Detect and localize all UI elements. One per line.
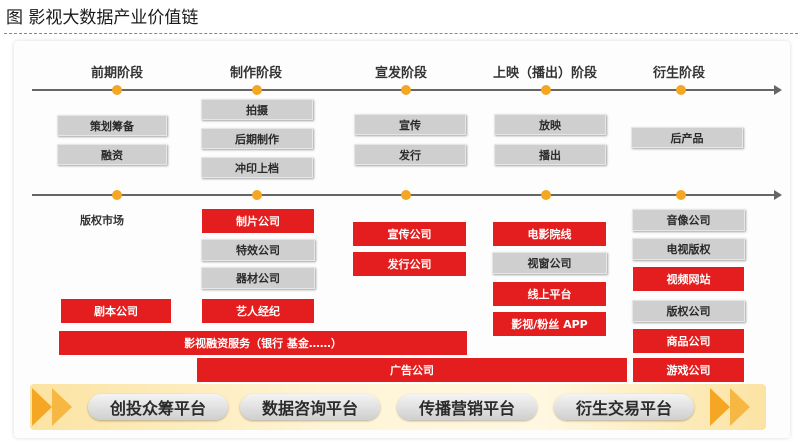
top-stage-dot (112, 85, 122, 95)
page-title: 图 影视大数据产业价值链 (6, 8, 199, 28)
participant-box: 线上平台 (492, 281, 607, 307)
activity-box: 宣传 (354, 114, 466, 135)
participant-box: 影视/粉丝 APP (492, 311, 607, 337)
stage-pre: 前期阶段 (90, 66, 143, 81)
participant-box: 剧本公司 (60, 298, 172, 324)
participant-box: 音像公司 (632, 209, 745, 231)
bottom-stage-dot (112, 190, 122, 200)
top-stage-dot (541, 85, 551, 95)
participant-box: 宣传公司 (352, 221, 467, 247)
activity-box: 播出 (494, 144, 606, 165)
activity-box: 发行 (354, 144, 466, 165)
platform-pill: 创投众筹平台 (88, 394, 228, 420)
participant-box: 游戏公司 (632, 357, 745, 383)
title-divider (4, 33, 798, 34)
activity-box: 后期制作 (201, 128, 313, 149)
chevron-right-icon (52, 388, 72, 426)
participant-box: 发行公司 (352, 251, 467, 277)
top-stage-dot (401, 85, 411, 95)
activity-box: 后产品 (631, 127, 743, 148)
advertising-bar: 广告公司 (196, 357, 628, 383)
participant-box: 艺人经纪 (201, 298, 315, 324)
platform-pill: 传播营销平台 (397, 394, 537, 420)
participant-box: 电影院线 (492, 221, 607, 247)
bottom-stage-dot (676, 190, 686, 200)
participant-box: 版权公司 (632, 300, 745, 322)
stage-release: 上映（播出）阶段 (492, 66, 597, 81)
participant-box: 电视版权 (632, 238, 745, 260)
activity-box: 融资 (57, 144, 167, 165)
chevron-right-icon (730, 388, 750, 426)
activity-box: 策划筹备 (57, 115, 167, 136)
activity-box: 冲印上档 (201, 157, 313, 178)
top-stage-dot (252, 85, 262, 95)
stage-promotion: 宣发阶段 (374, 66, 427, 81)
participant-box: 制片公司 (201, 208, 315, 234)
participant-box: 视窗公司 (492, 252, 607, 274)
financing-services-bar: 影视融资服务（银行 基金……） (58, 330, 468, 356)
bottom-axis-arrowhead (774, 190, 782, 200)
participant-box: 特效公司 (201, 239, 315, 261)
stage-derivative: 衍生阶段 (652, 66, 705, 81)
copyright-market-label: 版权市场 (80, 214, 124, 227)
platform-pill: 数据咨询平台 (240, 394, 380, 420)
participant-box: 商品公司 (632, 328, 745, 354)
top-axis-arrowhead (774, 85, 782, 95)
platform-pill: 衍生交易平台 (554, 394, 694, 420)
participant-box: 器材公司 (201, 267, 315, 289)
participant-box: 视频网站 (632, 266, 745, 292)
stage-production: 制作阶段 (229, 66, 282, 81)
bottom-stage-dot (541, 190, 551, 200)
chevron-right-icon (710, 388, 730, 426)
bottom-stage-dot (252, 190, 262, 200)
bottom-stage-dot (401, 190, 411, 200)
top-stage-dot (676, 85, 686, 95)
chevron-right-icon (32, 388, 52, 426)
activity-box: 放映 (494, 114, 606, 135)
activity-box: 拍摄 (201, 99, 313, 120)
